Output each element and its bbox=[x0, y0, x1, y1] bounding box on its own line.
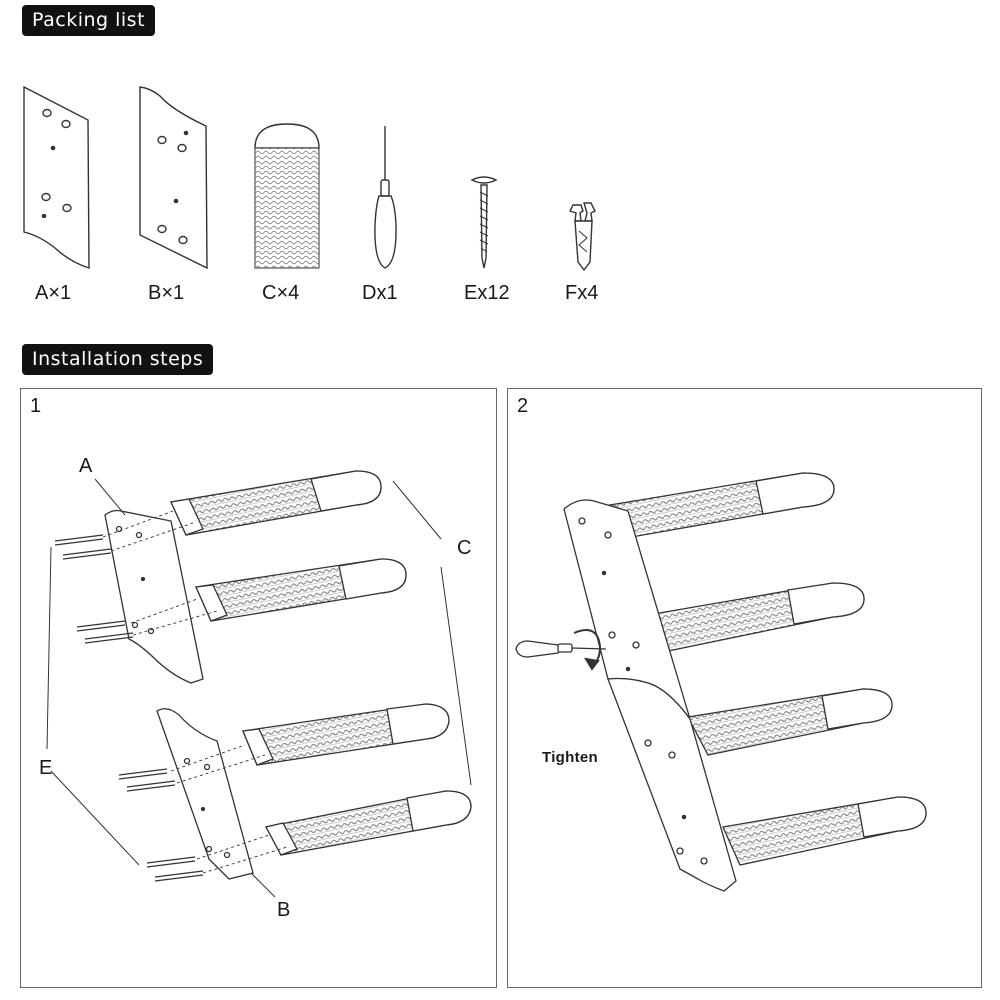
part-f-label: Fx4 bbox=[565, 282, 599, 304]
step-1-panel-a bbox=[104, 509, 204, 684]
installation-steps-heading: Installation steps bbox=[22, 344, 214, 375]
step-1-callout-c: C bbox=[457, 537, 472, 559]
step-2-panel-b bbox=[607, 677, 737, 892]
step-2-shelf-1 bbox=[596, 472, 835, 540]
step-2-shelf-4 bbox=[722, 796, 927, 866]
step-2-screwdriver bbox=[515, 640, 607, 658]
step-1-leader-lines bbox=[46, 478, 472, 898]
part-b-panel-icon bbox=[139, 86, 208, 270]
step-2-number: 2 bbox=[517, 395, 529, 417]
part-e-screw-icon bbox=[470, 176, 498, 269]
step-1-illustration bbox=[46, 470, 472, 898]
step-2-rotation-arrow bbox=[573, 629, 602, 671]
step-1-panel-b bbox=[156, 708, 254, 880]
part-d-label: Dx1 bbox=[362, 282, 398, 304]
part-b-label: B×1 bbox=[148, 282, 185, 304]
step-2-panel: 2 bbox=[507, 388, 982, 988]
step-2-shelf-2 bbox=[646, 582, 865, 652]
part-c-step-icon bbox=[254, 123, 320, 269]
part-a-panel-icon bbox=[23, 85, 90, 269]
part-e-label: Ex12 bbox=[464, 282, 510, 304]
step-1-callout-b: B bbox=[277, 899, 291, 921]
step-1-shelf-upper-2 bbox=[195, 558, 407, 622]
step-1-screws bbox=[54, 534, 204, 882]
part-c-label: C×4 bbox=[262, 282, 300, 304]
part-a-label: A×1 bbox=[35, 282, 72, 304]
step-1-guide-lines bbox=[102, 510, 288, 874]
step-1-shelf-lower-1 bbox=[242, 703, 450, 766]
step-1-callout-e: E bbox=[39, 757, 53, 779]
part-d-screwdriver-icon bbox=[374, 126, 397, 269]
packing-list-heading: Packing list bbox=[22, 5, 156, 36]
step-1-shelf-lower-2 bbox=[265, 790, 472, 856]
step-1-panel: 1 bbox=[20, 388, 497, 988]
step-1-callout-a: A bbox=[79, 455, 93, 477]
packing-list-illustration bbox=[23, 85, 596, 272]
step-2-illustration bbox=[515, 472, 927, 892]
step-1-shelf-upper-1 bbox=[170, 470, 382, 536]
step-1-number: 1 bbox=[30, 395, 42, 417]
step-2-shelf-3 bbox=[687, 688, 893, 756]
step-2-tighten-label: Tighten bbox=[542, 749, 598, 766]
part-f-wall-anchor-icon bbox=[569, 202, 596, 272]
